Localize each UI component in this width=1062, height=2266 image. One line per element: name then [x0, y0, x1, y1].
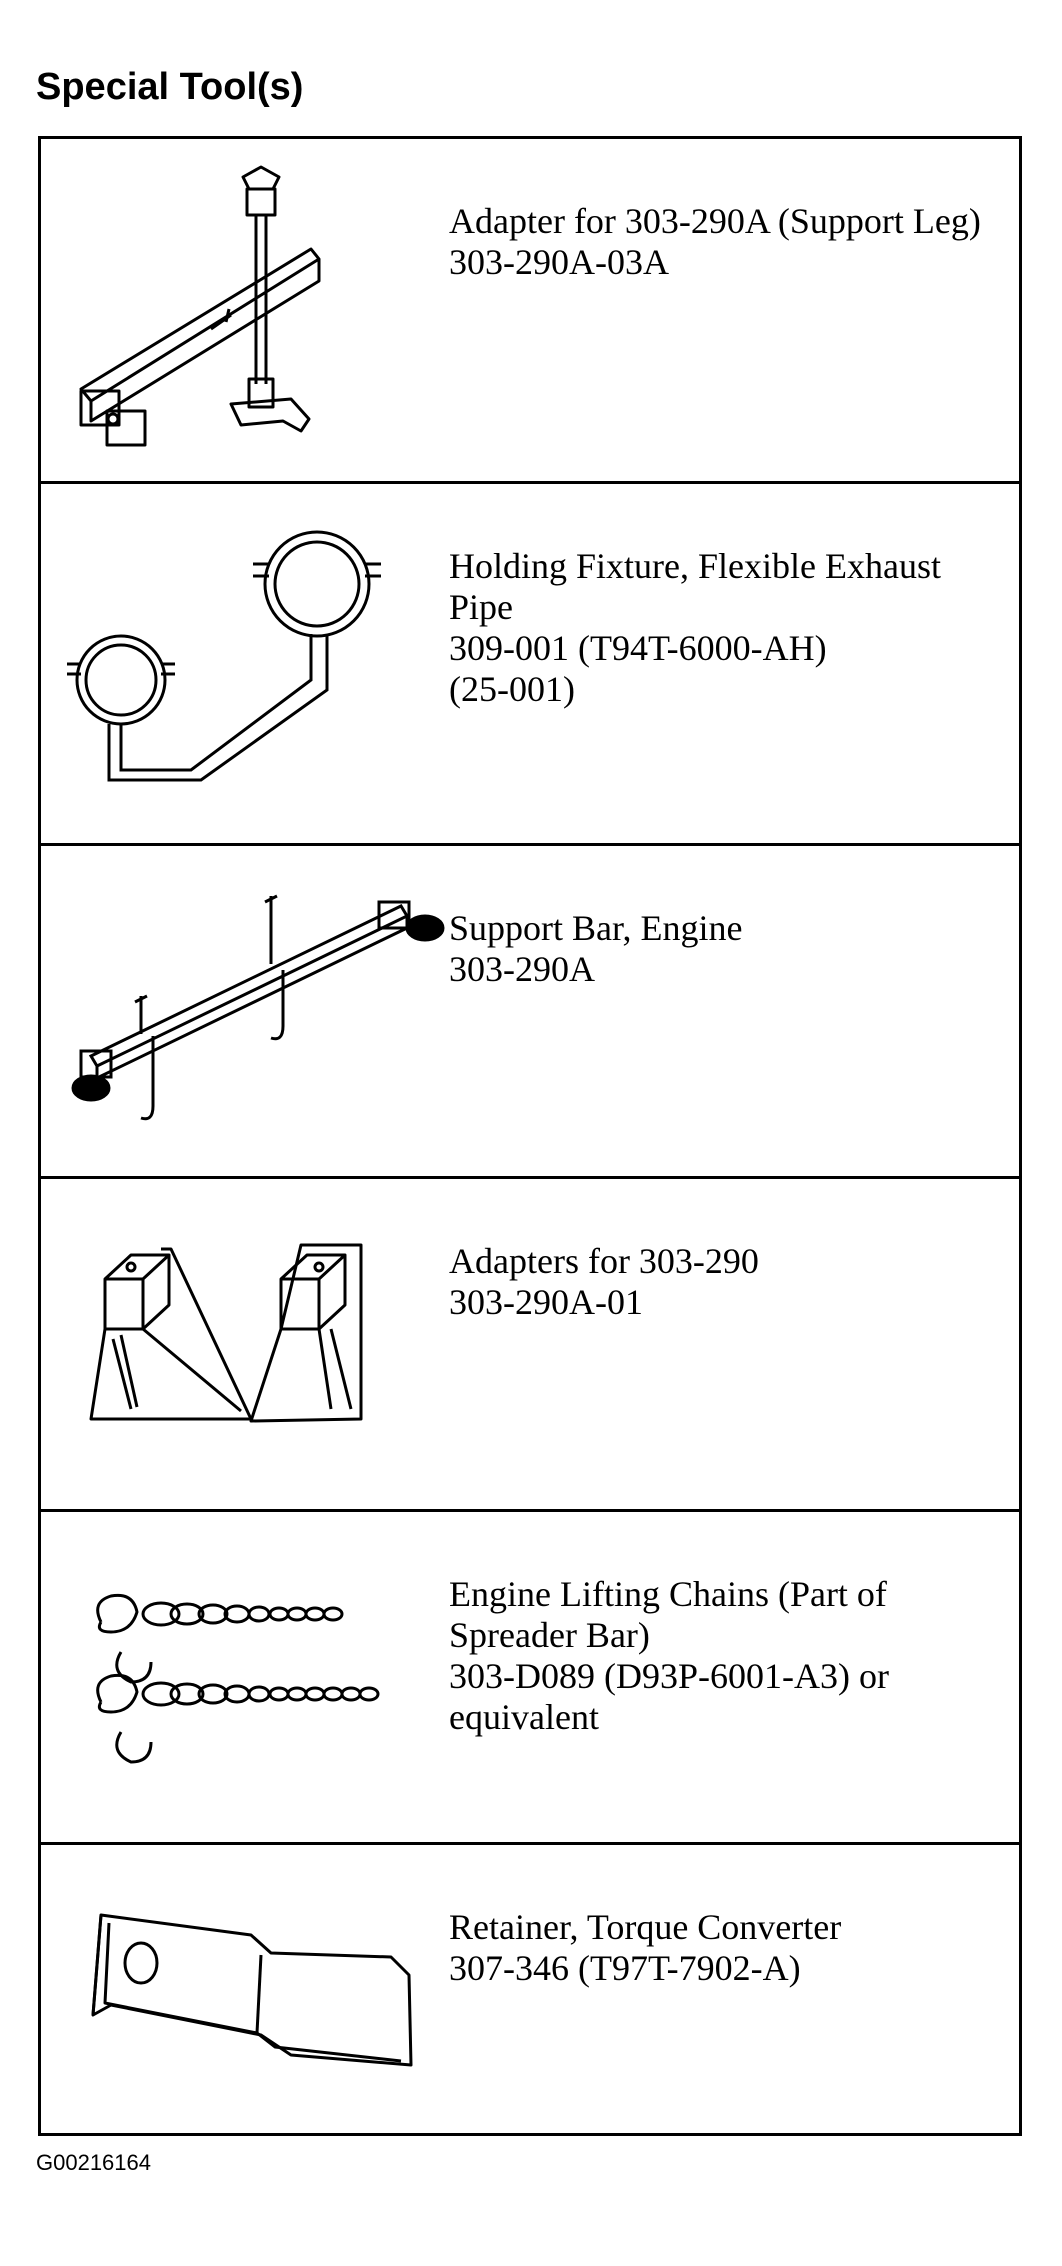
tool-name: Engine Lifting Chains (Part of Spreader … [449, 1574, 887, 1655]
tool-number: (25-001) [449, 669, 575, 709]
tool-number: 303-290A-01 [449, 1282, 643, 1322]
tool-description: Support Bar, Engine 303-290A [449, 908, 1009, 990]
tool-row: Retainer, Torque Converter 307-346 (T97T… [41, 1845, 1019, 2139]
tool-name: Retainer, Torque Converter [449, 1907, 842, 1947]
torque-converter-retainer-icon [61, 1865, 461, 2165]
page-title: Special Tool(s) [36, 66, 304, 108]
tool-name: Adapter for 303-290A (Support Leg) [449, 201, 981, 241]
tool-row: Engine Lifting Chains (Part of Spreader … [41, 1512, 1019, 1845]
tool-name: Holding Fixture, Flexible Exhaust Pipe [449, 546, 941, 627]
tool-name: Adapters for 303-290 [449, 1241, 759, 1281]
special-tools-table: Adapter for 303-290A (Support Leg) 303-2… [38, 136, 1022, 2136]
tool-row: Adapters for 303-290 303-290A-01 [41, 1179, 1019, 1512]
adapters-icon [61, 1199, 461, 1499]
engine-support-bar-icon [61, 866, 461, 1166]
tool-description: Adapter for 303-290A (Support Leg) 303-2… [449, 201, 1009, 283]
tool-row: Holding Fixture, Flexible Exhaust Pipe 3… [41, 484, 1019, 846]
tool-number: 303-D089 (D93P-6001-A3) or equivalent [449, 1656, 889, 1737]
exhaust-pipe-holding-fixture-icon [61, 504, 461, 804]
tool-description: Adapters for 303-290 303-290A-01 [449, 1241, 1009, 1323]
tool-name: Support Bar, Engine [449, 908, 743, 948]
tool-number: 303-290A [449, 949, 595, 989]
tool-description: Engine Lifting Chains (Part of Spreader … [449, 1574, 1009, 1738]
tool-number: 309-001 (T94T-6000-AH) [449, 628, 827, 668]
figure-id: G00216164 [36, 2150, 151, 2175]
tool-row: Support Bar, Engine 303-290A [41, 846, 1019, 1179]
lifting-chains-icon [61, 1532, 461, 1832]
tool-number: 303-290A-03A [449, 242, 669, 282]
tool-description: Holding Fixture, Flexible Exhaust Pipe 3… [449, 546, 1009, 710]
tool-description: Retainer, Torque Converter 307-346 (T97T… [449, 1907, 1009, 1989]
support-leg-adapter-icon [61, 159, 461, 459]
tool-number: 307-346 (T97T-7902-A) [449, 1948, 801, 1988]
tool-row: Adapter for 303-290A (Support Leg) 303-2… [41, 139, 1019, 484]
